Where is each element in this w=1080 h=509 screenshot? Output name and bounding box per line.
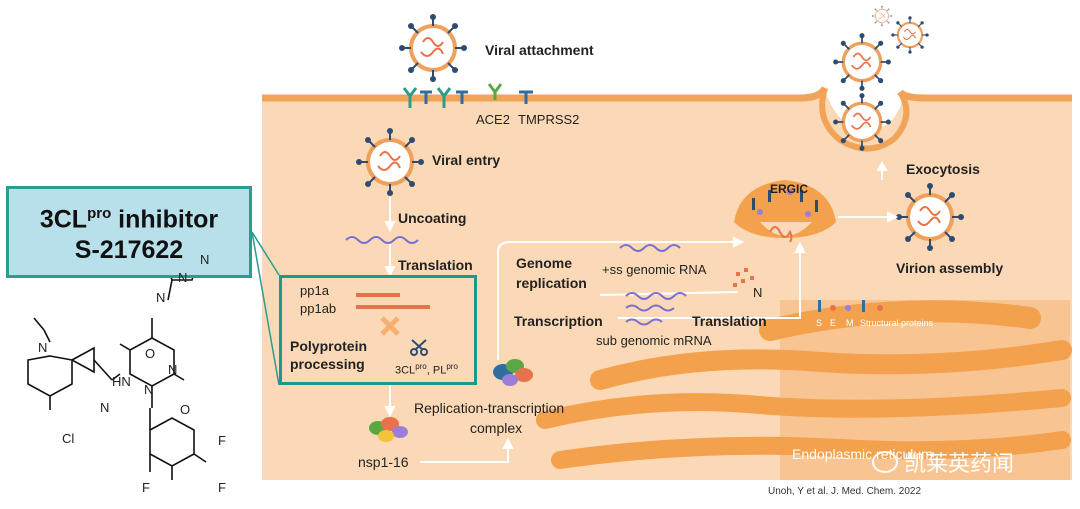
label-genome-replication-2: replication [516,275,587,291]
label-e: E [830,318,837,328]
label-ss-genomic-rna: +ss genomic RNA [602,262,707,277]
label-n-protein: N [753,285,763,300]
label-exocytosis: Exocytosis [906,161,980,177]
label-ergic: ERGIC [770,182,809,196]
label-rtc-1: Replication-transcription [414,400,565,416]
atom-n4: N [168,362,178,377]
polyprotein-processing-box [279,275,477,385]
label-structural-proteins: Structural proteins [860,318,934,328]
watermark: 凯莱英药闻 [872,446,1014,478]
label-genome-replication-1: Genome [516,255,573,271]
atom-f3: F [218,480,226,495]
label-translation-1: Translation [398,257,473,273]
atom-n6: N [100,400,110,415]
label-m: M [846,318,854,328]
label-viral-attachment: Viral attachment [485,42,594,58]
atom-cl: Cl [62,431,75,446]
label-virion-assembly: Virion assembly [896,260,1004,276]
atom-n3: N [178,270,188,285]
label-tmprss2: TMPRSS2 [518,112,580,127]
inhibitor-callout: 3CLpro inhibitor S-217622 [6,186,252,278]
atom-o2: O [180,402,191,417]
wechat-icon [872,451,898,473]
label-viral-entry: Viral entry [432,152,501,168]
label-transcription: Transcription [514,313,603,329]
atom-f1: F [218,433,226,448]
label-uncoating: Uncoating [398,210,467,226]
label-er: Endoplasmic reticulum [792,446,933,462]
atom-n5: N [144,382,154,397]
label-sub-genomic-mrna: sub genomic mRNA [596,333,712,348]
atom-o1: O [145,346,156,361]
label-translation-2: Translation [692,313,767,329]
label-ace2: ACE2 [476,112,510,127]
atom-n7: N [38,340,48,355]
inhibitor-title: 3CLpro inhibitor [39,204,219,234]
atom-n2: N [200,252,210,267]
atom-n1: N [156,290,166,305]
label-rtc-2: complex [470,420,523,436]
label-proteases: 3CLpro, PLpro [395,362,458,377]
label-polyprotein-1: Polyprotein [290,338,368,354]
label-s: S [816,318,823,328]
label-pp1a: pp1a [300,283,329,298]
atom-nh: HN [112,374,131,389]
label-citation: Unoh, Y et al. J. Med. Chem. 2022 [768,486,922,497]
label-polyprotein-2: processing [290,356,365,372]
label-nsp: nsp1-16 [358,454,409,470]
atom-f2: F [142,480,150,495]
label-pp1ab: pp1ab [300,301,337,316]
inhibitor-name: S-217622 [74,236,184,265]
